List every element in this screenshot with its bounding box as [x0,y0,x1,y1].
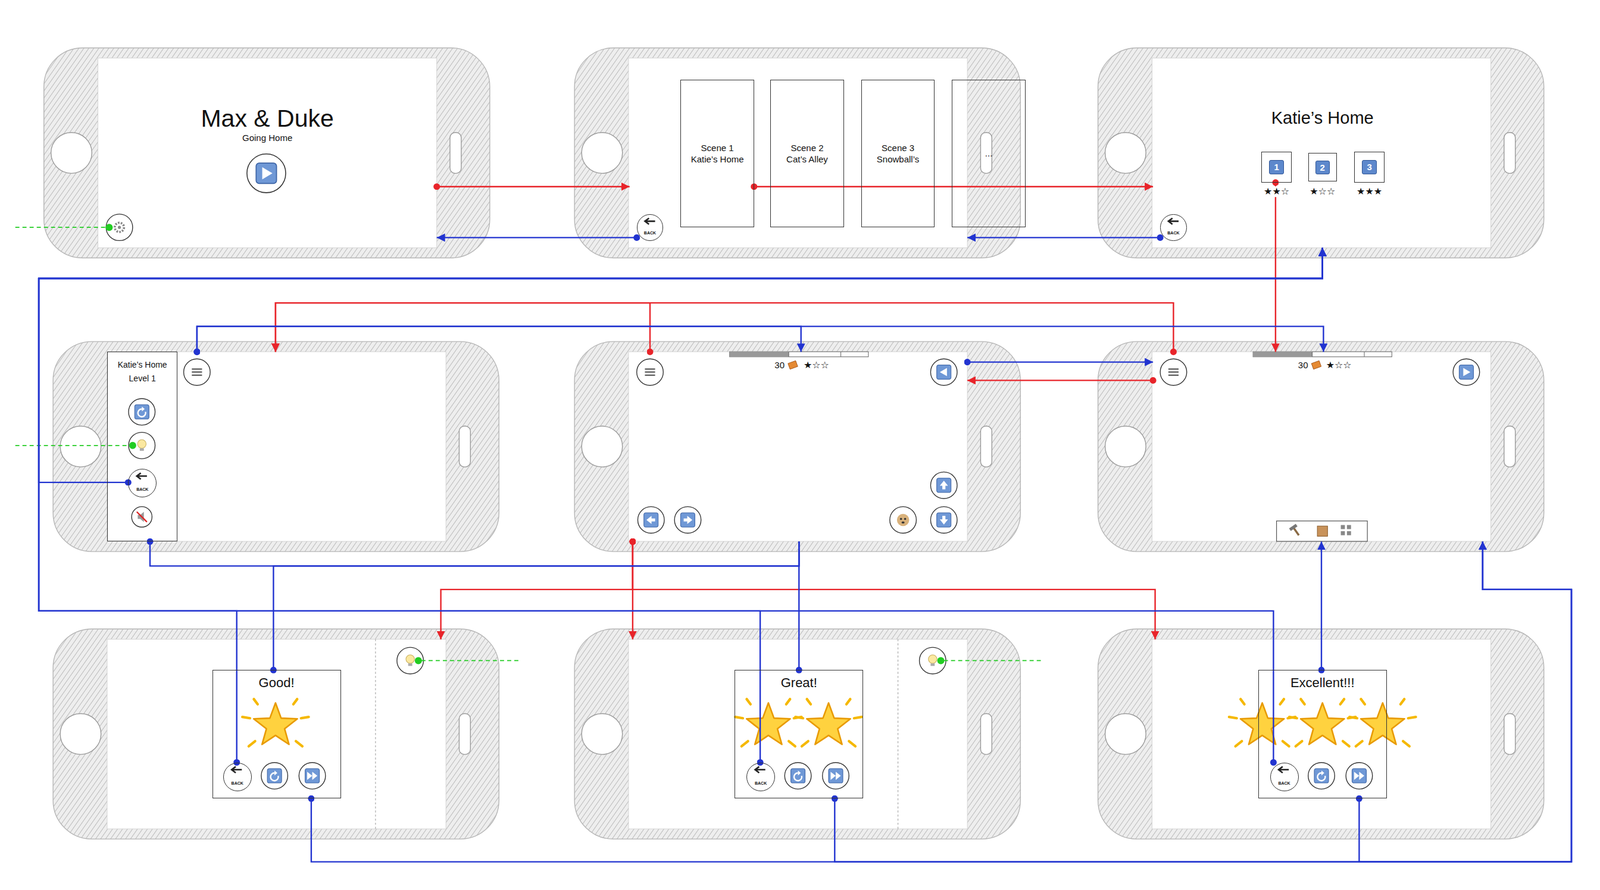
flow-connector [1320,541,1323,671]
star-rating: ★★★ [1355,186,1384,198]
phone-screen: Max & DukeGoing Home [98,58,437,249]
phone-screen: Scene 1Katie’s HomeScene 2Cat’s AlleySce… [629,58,968,249]
flow-connector [754,186,1153,188]
phone-screen [1152,351,1492,542]
phone-screen: Good! BACK [107,639,446,830]
level-button-text: 1 [1269,160,1284,174]
star-rating: ★☆☆ [1308,186,1337,198]
star-rating: ★★☆ [1262,186,1291,198]
back-button-text: BACK [644,230,656,236]
scene-card-text: Snowball’s [876,154,920,165]
scene-card-text: Cat’s Alley [786,154,828,165]
flow-connector [197,326,802,353]
flow-connector [436,186,630,188]
back-button-text: BACK [136,487,149,493]
flow-connector [967,236,1161,239]
level-button-text: 2 [1315,160,1330,175]
back-button: BACK [1270,763,1299,792]
flow-connector [311,541,1572,862]
phone-screen [629,351,968,542]
flow-connector [150,541,799,567]
back-button-text: BACK [754,781,767,787]
flow-connector [38,248,1323,764]
flow-connector [38,248,1323,483]
flow-connector [834,541,1572,862]
scene-card-text: Katie’s Home [691,154,745,165]
scene-card-text: ... [985,148,993,159]
phone-screen-text: Katie’s Home [1271,108,1374,128]
flow-connector [275,302,650,352]
coin-count: 30 [773,360,786,371]
back-button-text: BACK [1167,230,1180,236]
level-button-text: 3 [1361,160,1377,174]
flow-connector [441,541,633,640]
phone-screen: Katie’s HomeLevel 1 BACK [107,351,446,542]
back-button: BACK [636,214,664,242]
level-button: 2 [1308,152,1337,182]
flow-connector [38,248,1323,764]
coin-count: 30 [1297,360,1310,371]
pause-menu-panel-text: Katie’s Home [117,360,168,370]
pause-menu-panel: Katie’s HomeLevel 1 BACK [107,351,178,542]
result-dialog: Great! BACK [734,670,864,799]
scene-card-text: Scene 3 [881,142,915,153]
back-button: BACK [746,763,775,792]
scene-card-text: Scene 2 [790,142,824,153]
level-button: 1 [1261,151,1292,183]
phone-screen: Katie’s Home 1 2 3BACK [1152,58,1492,249]
back-button: BACK [1160,214,1187,242]
flow-connector [436,236,637,239]
phone-screen: Great! BACK [629,639,968,830]
flow-connector [38,248,1323,764]
scene-card: Scene 1Katie’s Home [680,79,754,228]
scene-card: Scene 3Snowball’s [861,79,935,228]
pause-menu-panel-text: Level 1 [129,373,156,384]
phone-screen-text: Going Home [242,132,293,143]
phone-screen: Excellent!!! BACK [1152,639,1492,830]
flow-connector [967,361,1153,363]
back-button: BACK [127,469,157,498]
flow-connector [275,302,1174,352]
level-button: 3 [1354,151,1385,183]
flow-connector [967,379,1153,381]
flow-connector [197,326,1324,353]
flow-connector [632,541,1156,640]
back-button-text: BACK [231,781,244,787]
result-dialog: Good! BACK [212,670,342,799]
result-dialog: Excellent!!! BACK [1258,670,1387,799]
back-button: BACK [223,763,252,792]
phone-screen-text: Max & Duke [200,104,334,133]
star-rating: ★☆☆ [802,360,831,371]
result-dialog-text: Great! [780,675,818,691]
scene-card: Scene 2Cat’s Alley [770,79,844,228]
flow-connector [273,541,799,671]
result-dialog-text: Good! [258,675,295,691]
scene-card-text: Scene 1 [701,142,734,153]
result-dialog-text: Excellent!!! [1290,675,1355,691]
flow-connector [1358,541,1572,862]
star-rating: ★☆☆ [1325,360,1353,371]
scene-card: ... [951,79,1025,228]
flow-connector [798,541,800,671]
back-button-text: BACK [1277,781,1290,787]
